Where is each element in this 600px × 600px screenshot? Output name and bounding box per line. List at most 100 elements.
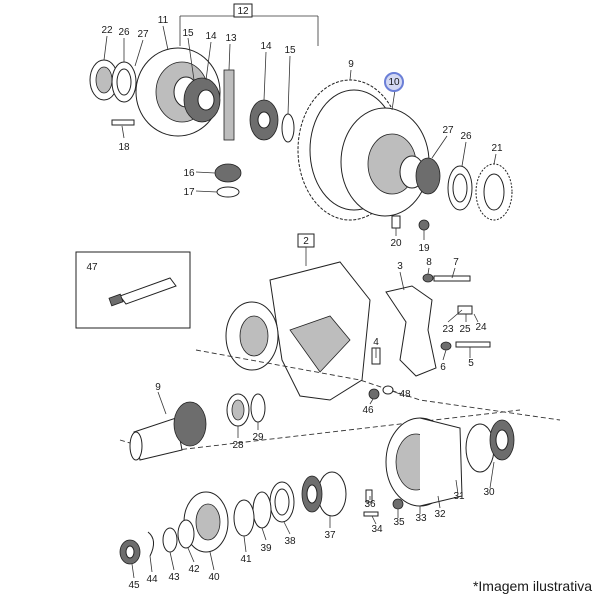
washer-43 xyxy=(162,527,178,553)
callout-37: 37 xyxy=(324,530,336,541)
callout-47: 47 xyxy=(86,262,98,273)
seal-41 xyxy=(233,499,255,537)
bearing-cup-26 xyxy=(111,61,137,103)
callout-box-2-text: 2 xyxy=(303,236,309,247)
drive-pinion-9 xyxy=(129,401,207,461)
callout-8: 8 xyxy=(426,257,432,268)
pinion-gear-16 xyxy=(214,163,242,183)
callout-7: 7 xyxy=(453,257,459,268)
callout-34: 34 xyxy=(371,524,383,535)
sealant-tube-icon xyxy=(108,277,177,307)
flange-40 xyxy=(183,491,229,553)
bearing-28 xyxy=(226,393,250,427)
bearing-cup-38 xyxy=(269,481,295,523)
callout-15-top: 15 xyxy=(182,28,194,39)
callout-36: 36 xyxy=(364,499,376,510)
axle-housing-2 xyxy=(225,261,371,401)
washer-8 xyxy=(422,273,434,283)
callout-5: 5 xyxy=(468,358,474,369)
callout-33: 33 xyxy=(415,513,427,524)
callout-13: 13 xyxy=(225,33,237,44)
clip-44 xyxy=(147,531,154,557)
callout-28: 28 xyxy=(232,440,244,451)
side-gear-14 xyxy=(183,77,221,123)
callout-19: 19 xyxy=(418,243,430,254)
callout-30: 30 xyxy=(483,487,495,498)
thrust-washer-15 xyxy=(281,113,295,143)
callout-18: 18 xyxy=(118,142,130,153)
callout-25: 25 xyxy=(459,324,471,335)
nut-45 xyxy=(119,539,141,565)
washer-42 xyxy=(177,519,195,549)
leader-lines-middle xyxy=(369,267,479,405)
bolt-34 xyxy=(363,511,379,517)
bearing-30 xyxy=(465,419,515,473)
callout-22: 22 xyxy=(101,25,113,36)
bearing-27 xyxy=(415,157,441,195)
callout-4: 4 xyxy=(373,337,379,348)
differential-case-10 xyxy=(340,107,430,217)
callout-26-right: 26 xyxy=(460,131,472,142)
pinion-shaft-13 xyxy=(223,69,235,141)
plug-46 xyxy=(368,388,380,400)
shim-29 xyxy=(250,393,266,423)
callout-27-top: 27 xyxy=(137,29,149,40)
differential-carrier-32 xyxy=(385,417,463,507)
plug-48 xyxy=(382,385,394,395)
washer-17 xyxy=(216,186,240,198)
callout-3: 3 xyxy=(397,261,403,272)
bearing-cap-3 xyxy=(385,285,437,377)
callout-41: 41 xyxy=(240,554,252,565)
callout-14-right: 14 xyxy=(260,41,272,52)
pinion-gear-14 xyxy=(249,99,279,141)
callout-32: 32 xyxy=(434,509,446,520)
callout-43: 43 xyxy=(168,572,180,583)
callout-20: 20 xyxy=(390,238,402,249)
callout-40: 40 xyxy=(208,572,220,583)
callout-29: 29 xyxy=(252,432,264,443)
callout-27-right: 27 xyxy=(442,125,454,136)
callout-9-top: 9 xyxy=(348,59,354,70)
leader-lines-carrier xyxy=(369,461,495,525)
sealant-box-47 xyxy=(75,251,191,329)
illustrative-note: *Imagem ilustrativa xyxy=(472,578,592,594)
callout-10-highlight xyxy=(384,72,404,92)
callout-45: 45 xyxy=(128,580,140,591)
bearing-37 xyxy=(301,471,347,517)
callout-31: 31 xyxy=(453,491,465,502)
dashed-outline-middle xyxy=(195,349,561,421)
lock-plate-25 xyxy=(457,305,473,315)
callout-6: 6 xyxy=(440,362,446,373)
callout-38: 38 xyxy=(284,536,296,547)
bolt-20 xyxy=(391,215,401,229)
callout-21: 21 xyxy=(491,143,503,154)
bolt-18 xyxy=(111,119,135,126)
washer-6 xyxy=(440,341,452,351)
leader-lines-pinion-stack xyxy=(131,516,331,579)
callout-26-top: 26 xyxy=(118,27,130,38)
callout-16: 16 xyxy=(183,168,195,179)
callout-23: 23 xyxy=(442,324,454,335)
callout-15-right: 15 xyxy=(284,45,296,56)
bearing-cup-26-right xyxy=(447,165,473,211)
callout-box-12 xyxy=(233,3,253,18)
callout-24: 24 xyxy=(475,322,487,333)
callout-35: 35 xyxy=(393,517,405,528)
callout-39: 39 xyxy=(260,543,272,554)
nut-19 xyxy=(418,219,430,231)
callout-44: 44 xyxy=(146,574,158,585)
callout-42: 42 xyxy=(188,564,200,575)
bearing-21 xyxy=(475,163,513,221)
callout-11: 11 xyxy=(158,15,169,26)
callout-48: 48 xyxy=(399,389,411,400)
bolt-5 xyxy=(455,341,491,348)
callout-box-12-text: 12 xyxy=(237,6,249,17)
callout-46: 46 xyxy=(362,405,374,416)
bolt-7 xyxy=(433,275,471,282)
callout-17: 17 xyxy=(183,187,195,198)
leader-lines-top xyxy=(103,25,497,240)
screw-36 xyxy=(365,489,373,503)
spacer-39 xyxy=(252,491,272,529)
nut-35 xyxy=(392,498,404,510)
